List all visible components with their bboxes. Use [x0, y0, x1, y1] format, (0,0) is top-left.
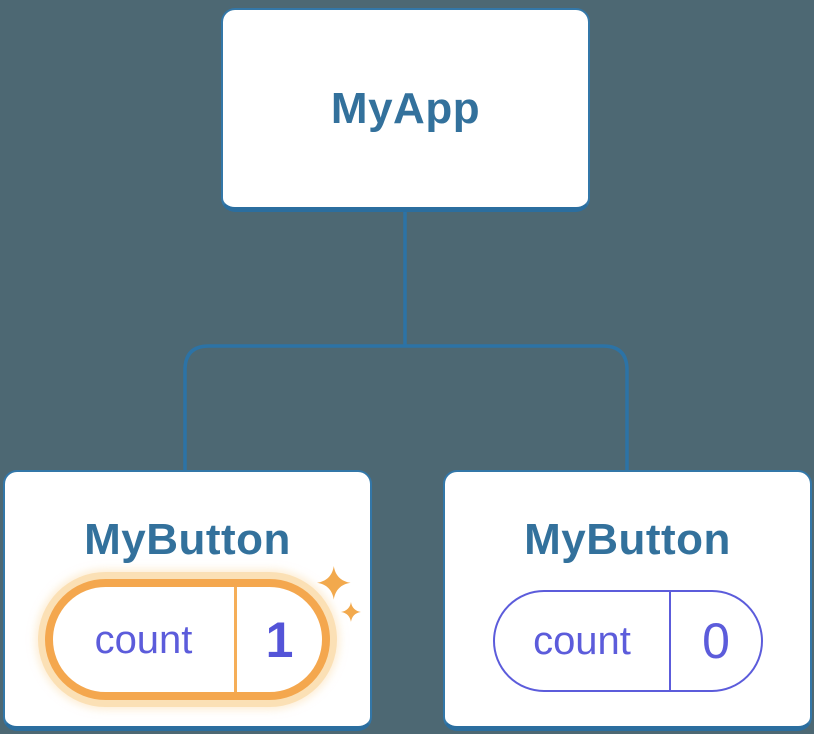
state-pill: count 0 — [493, 590, 763, 692]
state-pill-divider — [234, 587, 237, 692]
node-myapp: MyApp — [221, 8, 590, 212]
sparkles-icon — [317, 566, 361, 622]
connector-bracket — [183, 344, 629, 472]
state-key: count — [94, 617, 193, 662]
state-key: count — [533, 619, 631, 663]
state-pill-highlighted: count 1 — [45, 579, 330, 700]
node-mybutton-1: MyButton count 1 — [3, 470, 372, 731]
state-value: 0 — [702, 613, 730, 669]
state-pill-divider — [669, 592, 671, 690]
node-myapp-title: MyApp — [330, 83, 481, 133]
node-mybutton-2: MyButton count 0 — [443, 470, 812, 731]
node-mybutton-2-title: MyButton — [524, 515, 731, 564]
node-mybutton-1-title: MyButton — [84, 515, 291, 564]
state-value: 1 — [265, 611, 294, 668]
